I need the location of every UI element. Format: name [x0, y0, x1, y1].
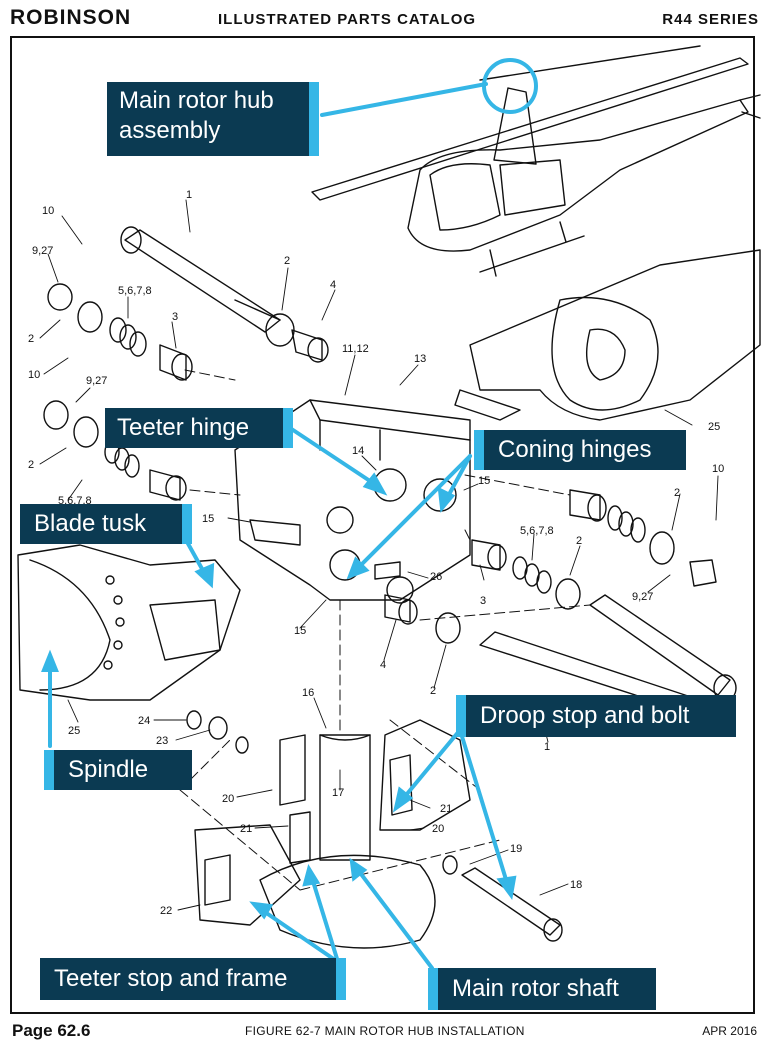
callout-main-rotor-hub: Main rotor hub assembly — [107, 82, 319, 156]
part-number: 24 — [138, 715, 150, 727]
part-number: 25 — [708, 421, 720, 433]
part-number: 21 — [440, 803, 452, 815]
teeter-hinge-arrow — [288, 426, 378, 487]
figure-caption: FIGURE 62-7 MAIN ROTOR HUB INSTALLATION — [245, 1024, 525, 1038]
washer-stack-upper — [47, 283, 329, 381]
part-number: 13 — [414, 353, 426, 365]
callout-teeter-hinge: Teeter hinge — [105, 408, 293, 448]
page-number: Page 62.6 — [12, 1021, 91, 1040]
part-number: 9,27 — [32, 245, 53, 257]
callout-main-rotor-shaft: Main rotor shaft — [428, 968, 656, 1010]
part-number: 17 — [332, 787, 344, 799]
part-number: 15 — [202, 513, 214, 525]
callout-blade-tusk: Blade tusk — [20, 504, 192, 544]
part-number: 9,27 — [632, 591, 653, 603]
part-number: 2 — [28, 333, 34, 345]
figure-frame — [10, 36, 755, 1014]
part-number: 2 — [674, 487, 680, 499]
part-number: 26 — [430, 571, 442, 583]
part-number: 4 — [380, 659, 386, 671]
part-number: 10 — [42, 205, 54, 217]
callout-droop-stop: Droop stop and bolt — [456, 695, 736, 737]
part-number: 5,6,7,8 — [118, 285, 152, 297]
coning-arrow-upper — [444, 454, 472, 502]
hub-body — [234, 399, 471, 604]
teeter-stop-arrow-right — [310, 876, 340, 964]
part-number: 19 — [510, 843, 522, 855]
main-shaft-arrow — [356, 868, 434, 970]
callout-teeter-stop: Teeter stop and frame — [40, 958, 346, 1000]
bolt-1-upper — [120, 226, 281, 333]
brand-title: ROBINSON — [10, 6, 132, 29]
part-number: 10 — [712, 463, 724, 475]
blade-upper-right — [454, 249, 761, 421]
part-number: 20 — [222, 793, 234, 805]
part-number-labels: 10 1 9,27 2 5,6,7,8 4 2 3 11,12 13 10 9,… — [28, 189, 724, 917]
part-number: 1 — [186, 189, 192, 201]
teeter-stop-arrow-left — [260, 908, 340, 964]
part-number: 1 — [544, 741, 550, 753]
part-number: 16 — [302, 687, 314, 699]
part-number: 2 — [28, 459, 34, 471]
part-number: 15 — [478, 475, 490, 487]
part-number: 23 — [156, 735, 168, 747]
part-number: 22 — [160, 905, 172, 917]
hub-highlight-circle — [482, 58, 538, 114]
part-number: 20 — [432, 823, 444, 835]
part-number: 3 — [480, 595, 486, 607]
callout-spindle: Spindle — [44, 750, 192, 790]
part-number: 15 — [294, 625, 306, 637]
part-number: 5,6,7,8 — [520, 525, 554, 537]
part-number: 2 — [284, 255, 290, 267]
droop-stop-arrow-right — [458, 728, 510, 888]
part-number: 9,27 — [86, 375, 107, 387]
blade-tusk-drawing — [17, 544, 241, 701]
revision-date: APR 2016 — [702, 1024, 757, 1038]
washer-stack-right — [384, 489, 717, 644]
droop-stop-arrow-left — [400, 728, 462, 802]
part-number: 25 — [68, 725, 80, 737]
part-number: 10 — [28, 369, 40, 381]
catalog-title: ILLUSTRATED PARTS CATALOG — [218, 11, 477, 28]
part-number: 21 — [240, 823, 252, 835]
callout-coning-hinges: Coning hinges — [474, 430, 686, 470]
part-number: 11,12 — [342, 343, 369, 355]
hub-arrow — [320, 82, 488, 117]
callout-line: assembly — [119, 117, 221, 144]
part-number: 2 — [430, 685, 436, 697]
coning-arrow-lower — [354, 454, 472, 572]
helicopter-illustration — [311, 45, 761, 277]
series-title: R44 SERIES — [662, 11, 759, 28]
callout-line: Main rotor hub — [119, 87, 274, 114]
part-number: 2 — [576, 535, 582, 547]
part-number: 14 — [352, 445, 364, 457]
part-number: 18 — [570, 879, 582, 891]
part-number: 3 — [172, 311, 178, 323]
part-number: 4 — [330, 279, 336, 291]
